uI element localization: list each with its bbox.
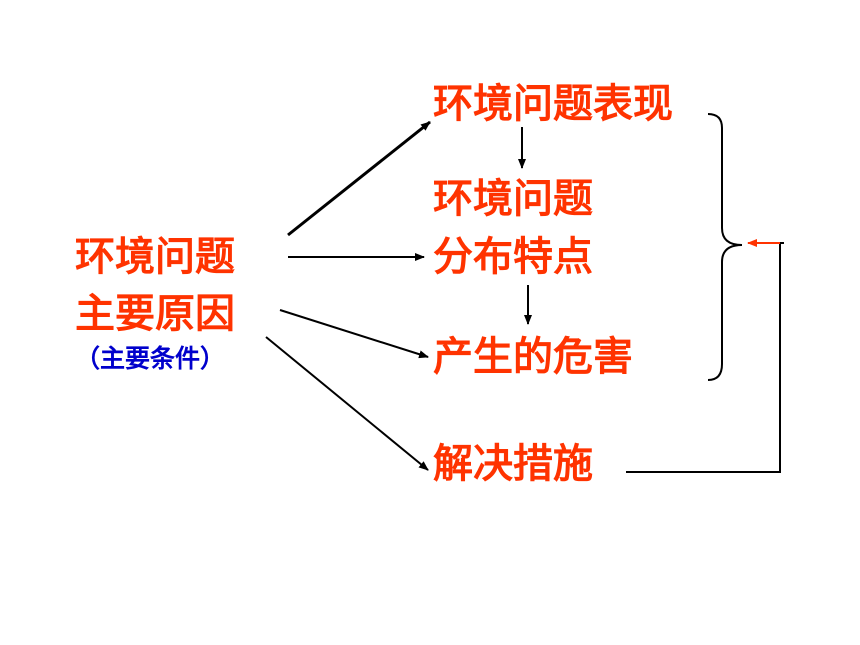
cause-note: （主要条件） [75, 344, 226, 373]
manifestation-label: 环境问题表现 [433, 80, 673, 127]
cause-line-2: 主要原因 [75, 290, 235, 337]
curly-brace [707, 113, 743, 381]
arrow-to-solution [265, 336, 429, 471]
arrow-to-manifestation [287, 120, 431, 237]
harm-label: 产生的危害 [433, 333, 633, 380]
solution-label: 解决措施 [433, 440, 593, 487]
feedback-connector [626, 242, 784, 473]
distribution-line-1: 环境问题 [433, 175, 593, 222]
cause-line-1: 环境问题 [75, 233, 235, 280]
distribution-line-2: 分布特点 [433, 233, 593, 280]
arrow-to-harm [279, 309, 429, 359]
